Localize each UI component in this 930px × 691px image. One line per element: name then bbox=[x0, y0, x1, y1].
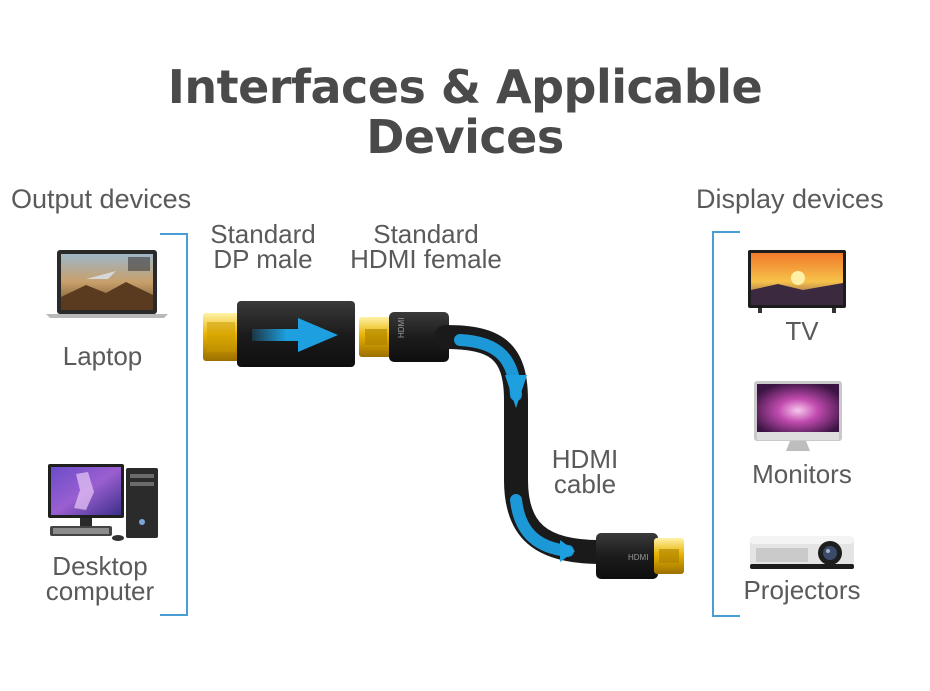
hdmi-female-line-1: Standard bbox=[373, 219, 479, 249]
display-bracket bbox=[712, 231, 740, 617]
hdmi-female-label: Standard HDMI female bbox=[338, 219, 514, 274]
title-line-1: Interfaces & Applicable bbox=[167, 60, 763, 114]
dp-label-line-2: DP male bbox=[213, 244, 313, 274]
laptop-icon bbox=[46, 250, 168, 318]
hdmi-cable-label: HDMI cable bbox=[540, 444, 630, 499]
dp-male-label: Standard DP male bbox=[200, 219, 326, 274]
dp-label-line-1: Standard bbox=[210, 219, 316, 249]
output-devices-heading: Output devices bbox=[11, 184, 192, 214]
hdmi-cable-line-2: cable bbox=[553, 469, 617, 499]
cable-arrow-head-top bbox=[505, 375, 527, 408]
hdmi-female-line-2: HDMI female bbox=[350, 244, 502, 274]
display-devices-heading: Display devices bbox=[696, 184, 884, 214]
direction-arrow bbox=[252, 318, 338, 352]
title-line-2: Devices bbox=[366, 110, 564, 164]
output-bracket bbox=[160, 233, 188, 616]
desktop-label-line-1: Desktop bbox=[52, 551, 148, 581]
tv-icon bbox=[748, 250, 846, 313]
laptop-label: Laptop bbox=[62, 341, 143, 371]
projector-icon bbox=[750, 536, 854, 569]
monitor-icon bbox=[754, 381, 842, 451]
plug-brand-text-left: HDMI bbox=[397, 318, 406, 338]
desktop-computer-icon bbox=[48, 464, 158, 541]
desktop-label-line-2: computer bbox=[45, 576, 155, 606]
cable-blue-flow-bottom bbox=[510, 494, 574, 557]
tv-label: TV bbox=[785, 316, 819, 346]
hdmi-head-left bbox=[389, 312, 449, 362]
hdmi-cable-line-1: HDMI bbox=[551, 444, 619, 474]
cable-arrow-head-bottom bbox=[560, 540, 575, 562]
page-title: Interfaces & Applicable Devices bbox=[0, 62, 930, 162]
monitors-label: Monitors bbox=[752, 459, 852, 489]
projectors-label: Projectors bbox=[743, 575, 861, 605]
hdmi-head-right bbox=[596, 533, 658, 579]
plug-brand-text-right: HDMI bbox=[628, 553, 648, 562]
desktop-computer-label: Desktop computer bbox=[30, 551, 170, 606]
